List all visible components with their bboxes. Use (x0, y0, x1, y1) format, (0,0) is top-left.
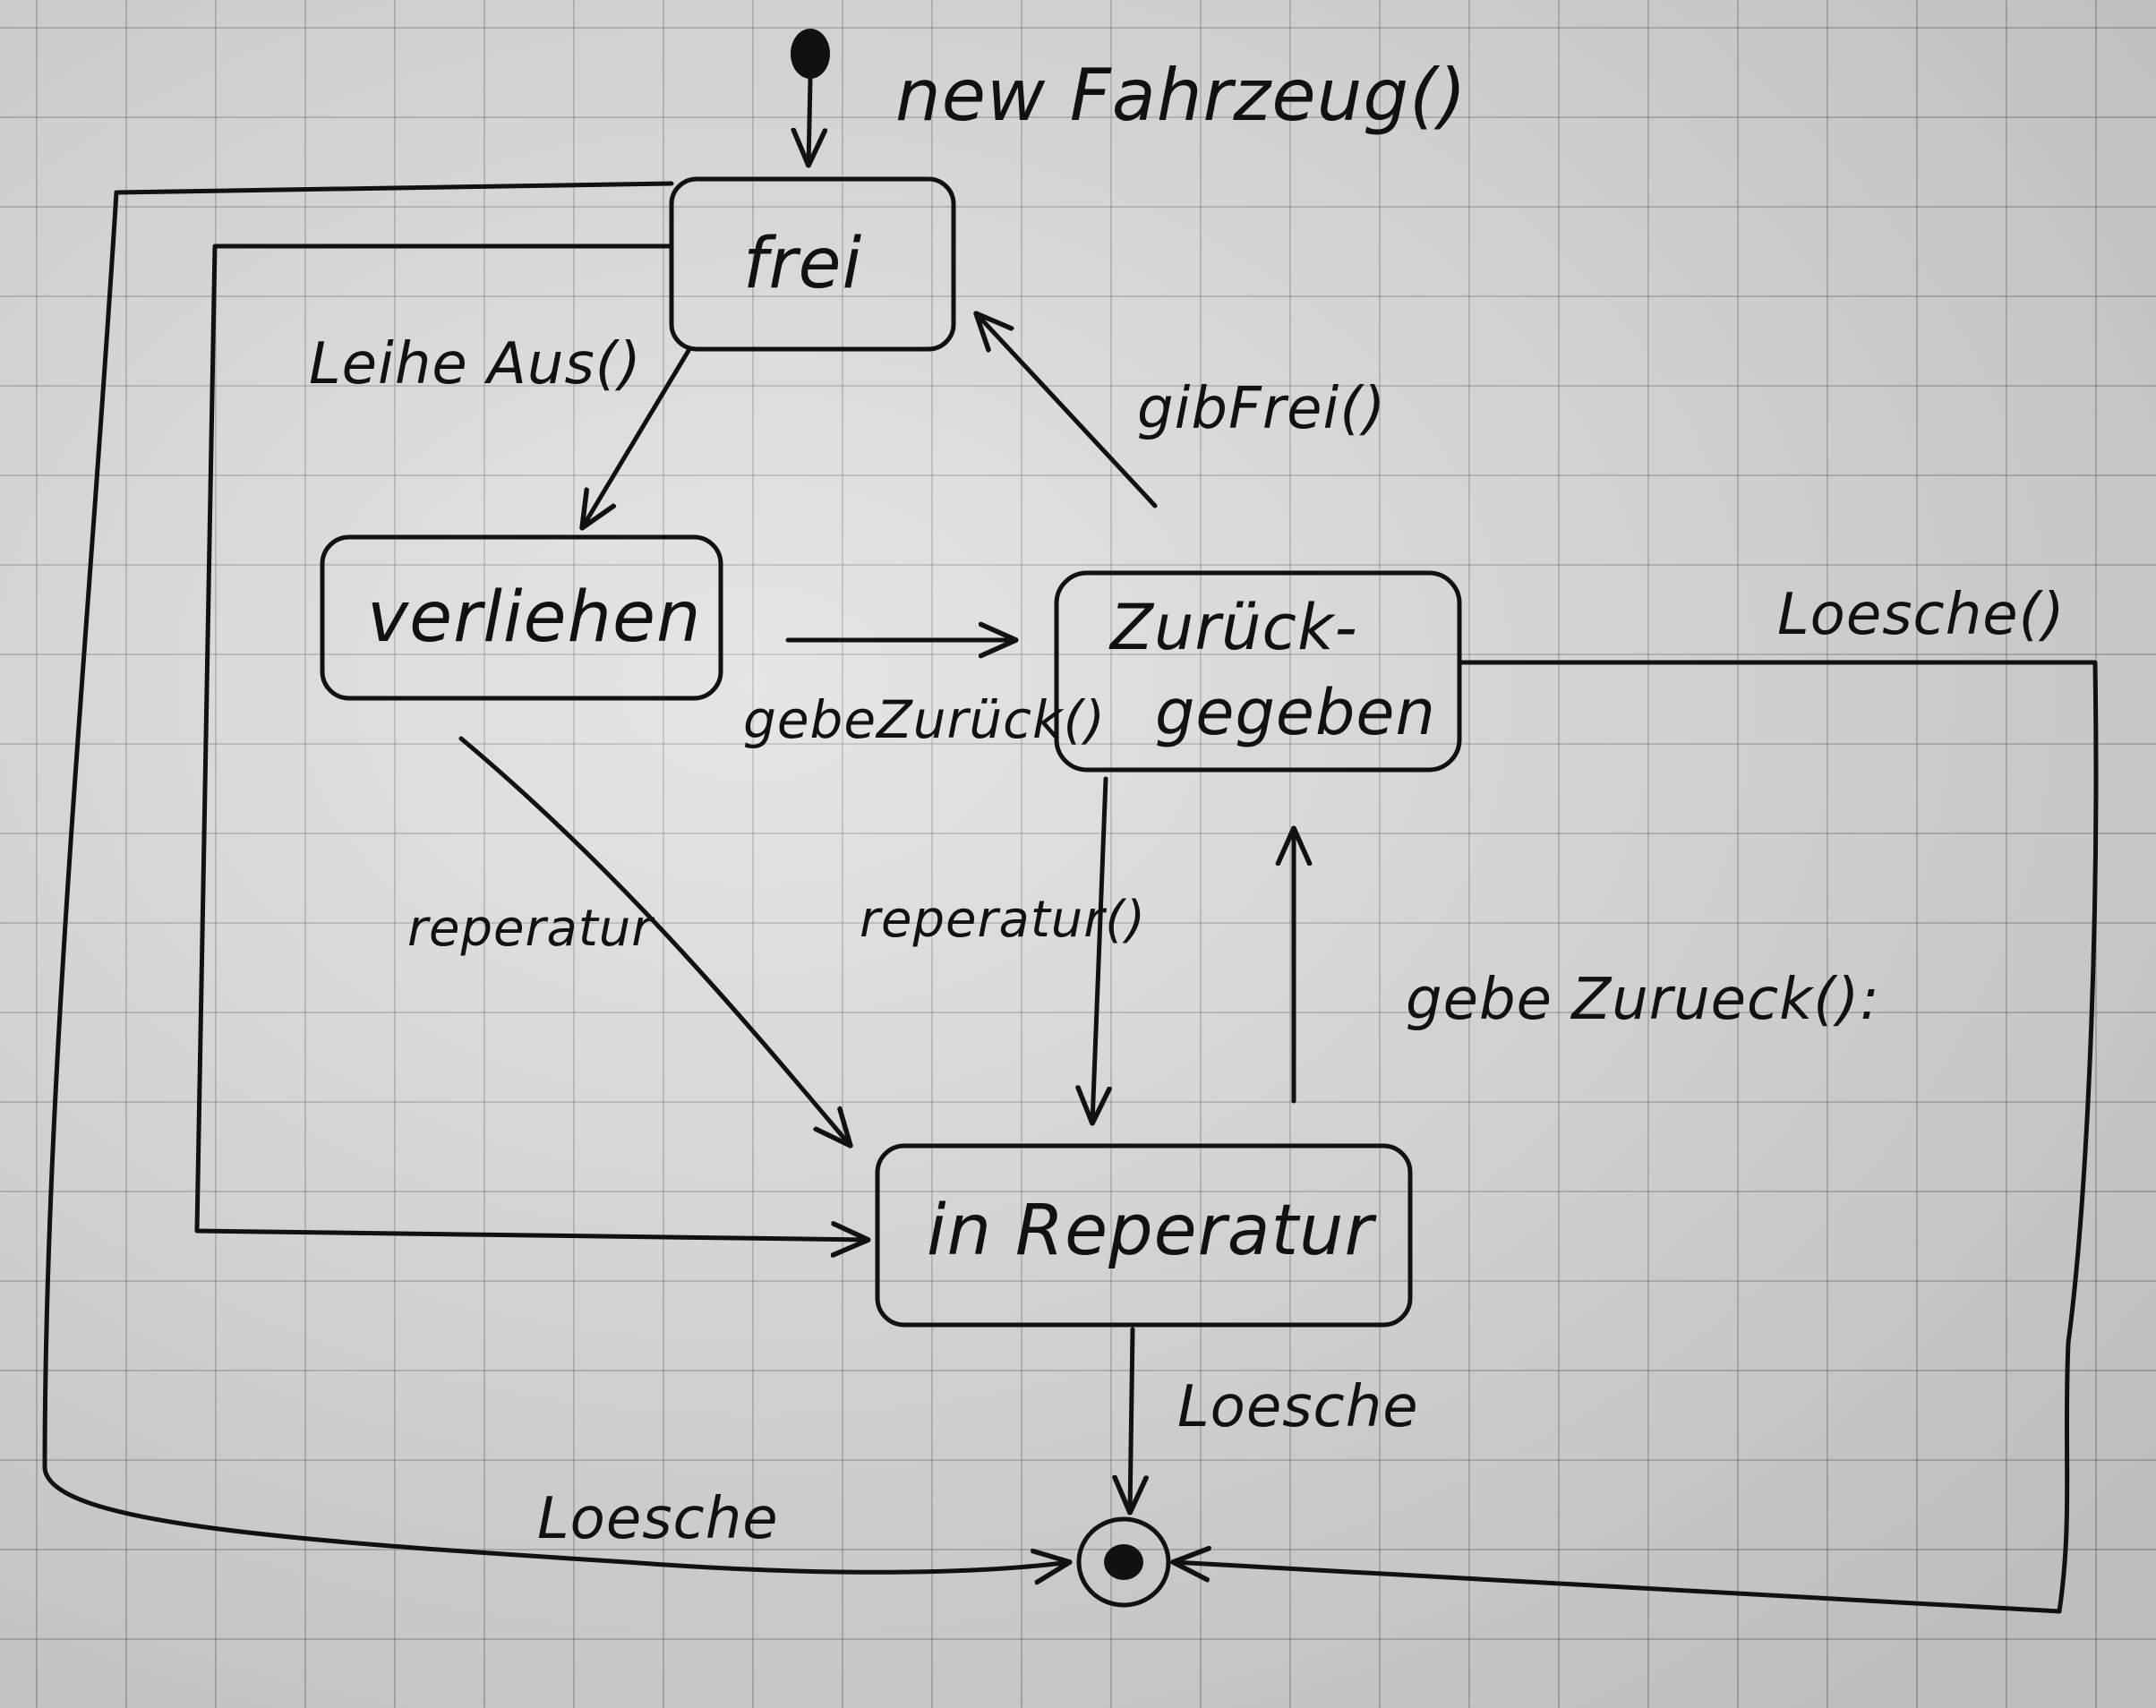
transition-leihe-aus (582, 346, 692, 528)
transition-frei-to-reparatur (194, 243, 871, 1240)
transition-label-gebe-zurueck-short: gebeZurück() (743, 689, 1106, 750)
transition-label-reparatur-from-zurueck: reperatur() (860, 891, 1146, 949)
transition-reparatur-from-zurueck (1092, 776, 1106, 1123)
transition-reparatur-from-verliehen (458, 736, 851, 1146)
state-frei-box (669, 176, 956, 352)
transition-label-loesche-right: Loesche() (1777, 582, 2066, 648)
initial-arrow (808, 76, 810, 166)
transition-label-gib-frei: gibFrei() (1137, 376, 1387, 442)
state-verliehen-label: verliehen (367, 577, 702, 658)
transition-label-loesche-left: Loesche (537, 1486, 779, 1552)
state-verliehen-box (320, 534, 723, 701)
state-zurueckgegeben-box (1054, 570, 1462, 773)
initial-label: new Fahrzeug() (895, 54, 1467, 137)
transition-label-loesche-bottom: Loesche (1177, 1374, 1419, 1440)
transition-gib-frei (976, 313, 1158, 508)
transition-loesche-left (42, 181, 1070, 1572)
initial-state (791, 29, 830, 166)
transition-loesche-right (1173, 660, 2099, 1614)
state-zurueck-label-line1: Zurück- (1110, 591, 1358, 664)
final-state (1076, 1516, 1171, 1608)
state-frei-label: frei (743, 224, 863, 304)
transition-label-gebe-zurueck-from-reparatur: gebe Zurueck(): (1406, 967, 1880, 1033)
state-zurueck-label-line2: gegeben (1155, 676, 1436, 749)
transition-label-reparatur-from-verliehen: reperatur (407, 900, 654, 958)
state-reparatur-label: in Reperatur (927, 1191, 1374, 1271)
transition-label-leihe-aus: Leihe Aus() (309, 331, 642, 397)
transition-loesche-bottom (1130, 1327, 1133, 1513)
state-in-reparatur-box (875, 1143, 1413, 1328)
